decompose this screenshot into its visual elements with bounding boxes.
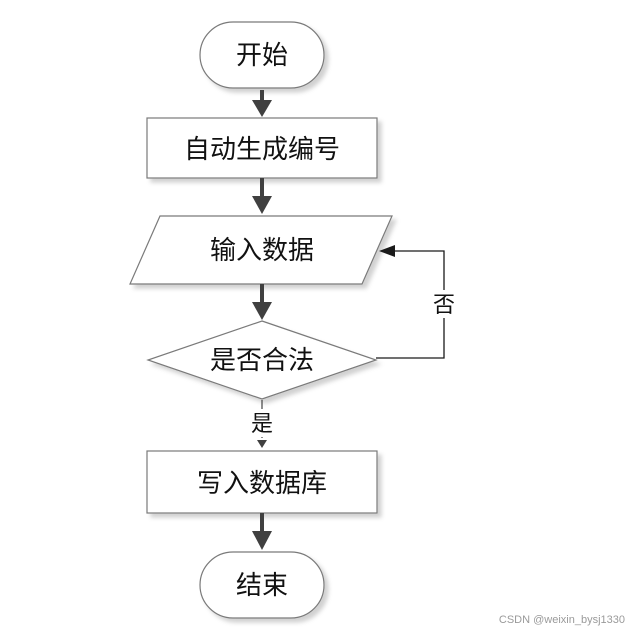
arrow-write-db-to-end [252, 513, 272, 550]
arrow-auto-number-to-input [252, 178, 272, 214]
no-label: 否 [433, 293, 455, 318]
arrow-input-to-decision [252, 284, 272, 320]
arrow-no-loop: 否 [376, 245, 458, 359]
auto-number-node: 自动生成编号 [146, 117, 378, 179]
start-label: 开始 [236, 41, 288, 71]
write-db-node: 写入数据库 [146, 450, 378, 514]
is-valid-decision-node: 是否合法 [146, 320, 378, 400]
input-data-label: 输入数据 [210, 236, 314, 266]
auto-number-label: 自动生成编号 [184, 135, 340, 165]
yes-label: 是 [251, 412, 273, 437]
arrow-yes-to-write-db: 是 [246, 400, 278, 448]
start-node: 开始 [199, 21, 325, 89]
is-valid-label: 是否合法 [210, 346, 314, 376]
watermark: CSDN @weixin_bysj1330 [498, 614, 625, 626]
end-label: 结束 [236, 571, 288, 601]
end-node: 结束 [199, 551, 325, 619]
input-data-node: 输入数据 [129, 215, 393, 285]
write-db-label: 写入数据库 [197, 469, 327, 499]
arrow-start-to-auto-number [252, 90, 272, 117]
